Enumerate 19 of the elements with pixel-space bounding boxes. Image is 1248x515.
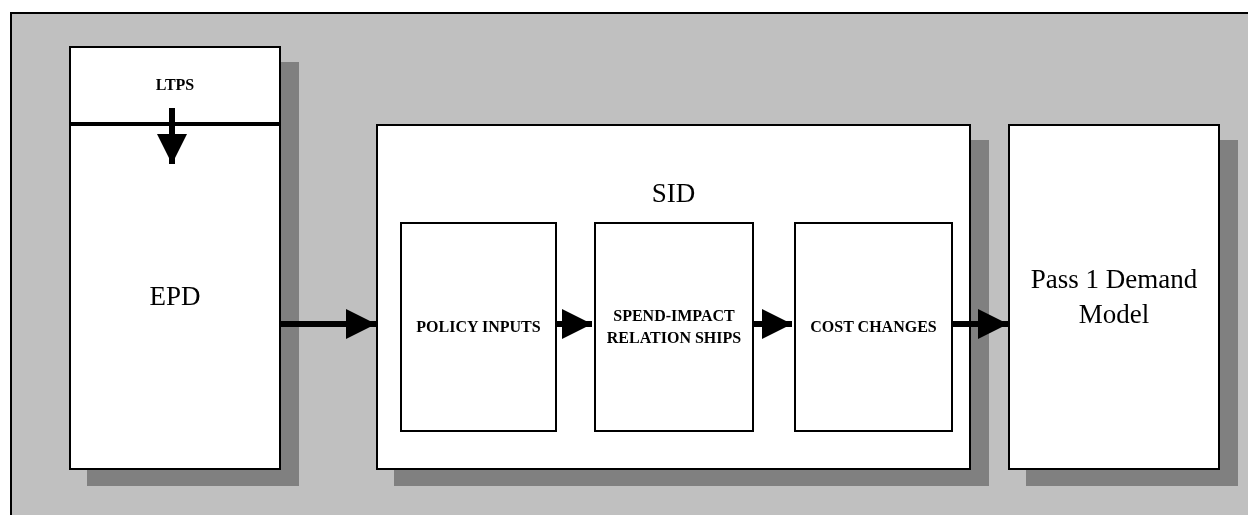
arrow [157, 108, 187, 164]
box-label: SPEND-IMPACT RELATION SHIPS [605, 306, 743, 348]
box-label: SID [650, 177, 697, 210]
process-box [794, 222, 953, 432]
arrow [752, 309, 792, 339]
process-box [376, 124, 971, 470]
arrow [555, 309, 592, 339]
box-label: EPD [148, 280, 202, 314]
arrow [951, 309, 1008, 339]
box-label: LTPS [154, 75, 196, 95]
process-box [69, 124, 281, 470]
process-box [400, 222, 557, 432]
box-label: COST CHANGES [809, 317, 938, 338]
box-label: Pass 1 Demand Model [1029, 262, 1199, 331]
box-label: POLICY INPUTS [415, 317, 542, 338]
arrow [281, 309, 376, 339]
process-box [1008, 124, 1220, 470]
process-box [69, 46, 281, 124]
process-box [594, 222, 754, 432]
